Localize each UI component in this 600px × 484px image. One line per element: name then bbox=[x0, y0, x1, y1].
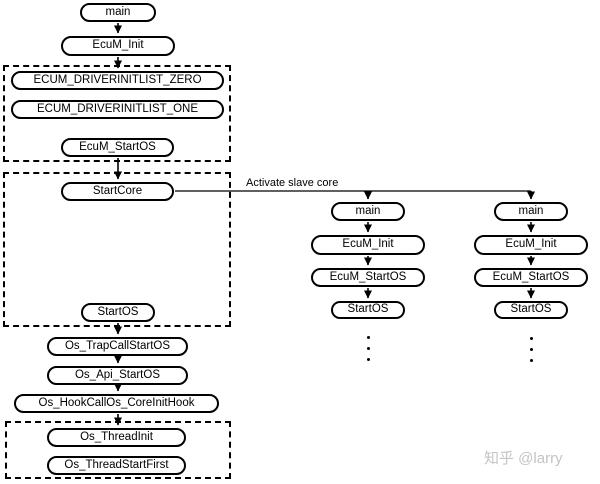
node-ecum-startos-slave2: EcuM_StartOS bbox=[474, 268, 588, 287]
ellipsis-icon bbox=[366, 336, 370, 369]
node-ecum-init-slave1: EcuM_Init bbox=[311, 235, 425, 255]
node-startos-slave2: StartOS bbox=[494, 301, 568, 319]
node-os-threadstartfirst: Os_ThreadStartFirst bbox=[47, 456, 186, 475]
node-os-api-startos: Os_Api_StartOS bbox=[47, 366, 188, 385]
node-ecum-startos-master: EcuM_StartOS bbox=[61, 138, 174, 157]
node-startos-master: StartOS bbox=[81, 303, 155, 322]
node-ecum-init-slave2: EcuM_Init bbox=[474, 235, 588, 255]
node-main-master: main bbox=[80, 3, 156, 22]
edge-label-activate-slave-core: Activate slave core bbox=[246, 177, 339, 189]
node-ecum-driverinitlist-zero: ECUM_DRIVERINITLIST_ZERO bbox=[11, 71, 224, 90]
node-os-hookcallos-coreinithook: Os_HookCallOs_CoreInitHook bbox=[14, 394, 219, 413]
node-os-trapcallstartos: Os_TrapCallStartOS bbox=[47, 337, 188, 356]
node-startcore: StartCore bbox=[61, 182, 174, 201]
node-main-slave1: main bbox=[331, 202, 405, 221]
watermark: 知乎 @larry bbox=[484, 450, 563, 467]
node-startos-slave1: StartOS bbox=[331, 301, 405, 319]
node-main-slave2: main bbox=[494, 202, 568, 221]
ellipsis-icon bbox=[529, 337, 533, 370]
node-ecum-init-master: EcuM_Init bbox=[61, 36, 175, 56]
node-ecum-driverinitlist-one: ECUM_DRIVERINITLIST_ONE bbox=[11, 100, 224, 119]
node-os-threadinit: Os_ThreadInit bbox=[47, 428, 186, 447]
node-ecum-startos-slave1: EcuM_StartOS bbox=[311, 268, 425, 287]
